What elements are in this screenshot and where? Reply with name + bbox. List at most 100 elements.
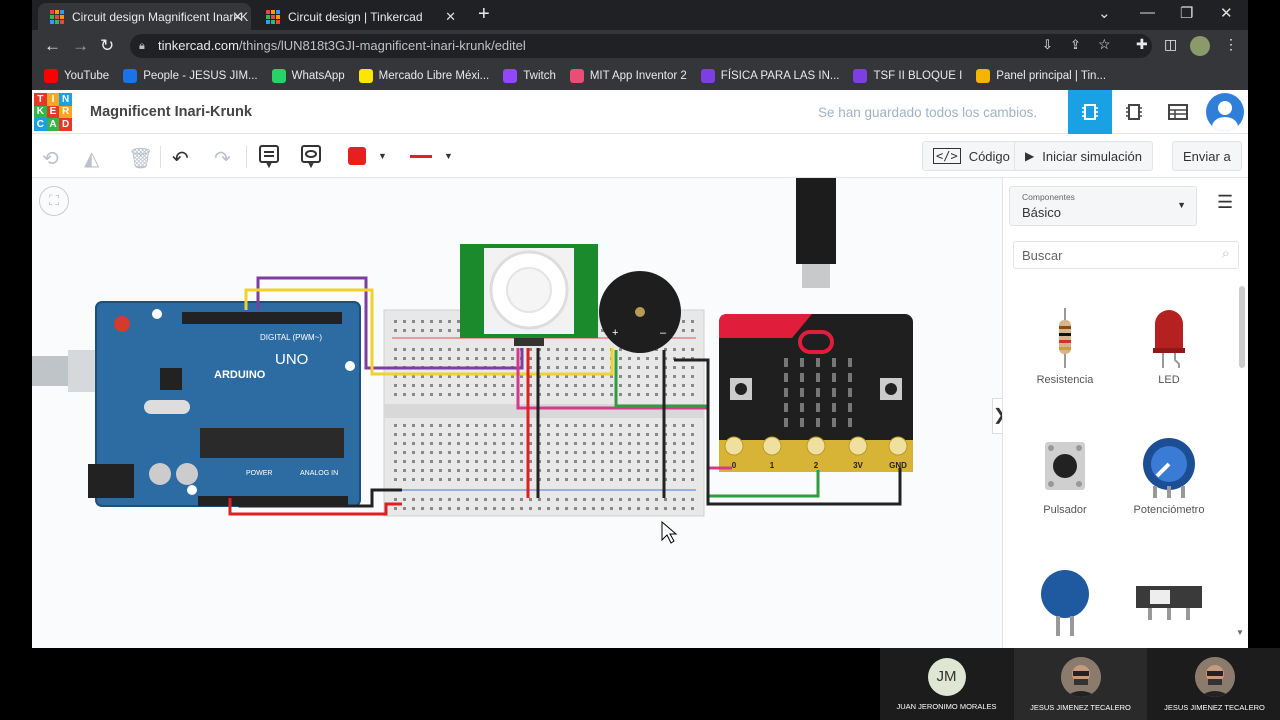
component-potentiometer[interactable]: Potenciómetro — [1117, 438, 1221, 516]
minimize-icon[interactable]: — — [1140, 4, 1155, 21]
bookmark-item[interactable]: Panel principal | Tin... — [976, 69, 1106, 83]
start-simulation-button[interactable]: ▶ Iniciar simulación — [1014, 141, 1153, 171]
component-list-button[interactable] — [1156, 90, 1200, 134]
component-led[interactable]: LED — [1117, 308, 1221, 386]
delete-icon[interactable]: 🗑︎ — [128, 148, 154, 170]
search-field[interactable]: Buscar ⌕ — [1013, 241, 1239, 269]
code-button[interactable]: </> Código — [922, 141, 1021, 171]
color-picker[interactable]: ▼ — [338, 141, 390, 171]
bookmark-item[interactable]: WhatsApp — [271, 69, 345, 83]
close-window-icon[interactable]: ✕ — [1220, 5, 1233, 22]
logo-letter: K — [34, 105, 47, 119]
circuit-canvas[interactable]: ⛶ DIGITAL (PWM~) — [32, 178, 1006, 648]
svg-text:–: – — [660, 327, 667, 339]
install-icon[interactable]: ⇩ — [1042, 37, 1053, 52]
close-tab-icon[interactable]: ✕ — [232, 9, 243, 24]
ceramic-capacitor-icon — [1041, 570, 1089, 636]
url-host: tinkercad.com — [158, 38, 239, 53]
mirror-icon[interactable]: ◭ — [84, 148, 100, 170]
reload-icon[interactable]: ↻ — [100, 36, 115, 55]
profile-avatar[interactable] — [1190, 36, 1210, 56]
list-view-icon[interactable]: ☰ — [1217, 192, 1234, 212]
tab-search-icon[interactable]: ⌄ — [1098, 5, 1111, 22]
microbit-pin-label: 0 — [732, 461, 737, 470]
save-status: Se han guardado todos los cambios. — [818, 105, 1038, 120]
extensions-icon[interactable]: ✚ — [1136, 36, 1148, 52]
participant-video — [1194, 656, 1235, 697]
scroll-down-icon[interactable]: ▼ — [1236, 628, 1244, 637]
close-tab-icon[interactable]: ✕ — [445, 9, 456, 24]
component-pushbutton[interactable]: Pulsador — [1013, 438, 1117, 516]
back-icon[interactable]: ← — [44, 36, 61, 55]
side-panel-icon[interactable]: ◫ — [1164, 36, 1178, 52]
address-toolbar: ← → ↻ 🔒︎ tinkercad.com/things/lUN818t3GJ… — [32, 30, 1248, 62]
microbit-usb-cable — [796, 178, 836, 288]
design-title[interactable]: Magnificent Inari-Krunk — [90, 104, 252, 120]
bookmark-star-icon[interactable]: ☆ — [1098, 36, 1111, 52]
url-bar[interactable]: 🔒︎ tinkercad.com/things/lUN818t3GJI-magn… — [130, 34, 1152, 58]
component-resistor[interactable]: Resistencia — [1013, 308, 1117, 386]
logo-letter: D — [59, 118, 72, 131]
editor-toolbar: ⟲ ◭ 🗑︎ ↶ ↷ ▼ ▼ </> Código ▶ Iniciar simu… — [32, 134, 1248, 178]
resistor-icon — [1059, 308, 1071, 368]
bookmark-item[interactable]: FÍSICA PARA LAS IN... — [700, 69, 839, 83]
bookmark-favicon-icon — [569, 69, 584, 83]
browser-tab-tinkercad[interactable]: Circuit design | Tinkercad ✕ — [254, 3, 464, 30]
browser-tab-circuit-design[interactable]: Circuit design Magnificent Inari-K ✕ — [38, 3, 251, 30]
bookmark-item[interactable]: Mercado Libre Méxi... — [358, 69, 489, 83]
logo-letter: R — [59, 105, 72, 119]
notes-visibility-icon[interactable] — [300, 144, 322, 173]
schematic-view-button[interactable] — [1112, 90, 1156, 134]
restore-icon[interactable]: ❐ — [1180, 5, 1194, 22]
potentiometer-icon — [1143, 438, 1195, 498]
bookmark-label: MIT App Inventor 2 — [589, 70, 687, 82]
tinkercad-favicon-icon — [50, 9, 64, 24]
bookmark-item[interactable]: MIT App Inventor 2 — [569, 69, 687, 83]
fit-view-icon[interactable]: ⛶ — [39, 186, 69, 216]
participant-tile[interactable]: JESUS JIMENEZ TECALERO — [1014, 648, 1147, 720]
panel-scrollbar[interactable] — [1239, 286, 1245, 368]
lock-icon: 🔒︎ — [139, 40, 145, 52]
redo-icon[interactable]: ↷ — [214, 148, 231, 170]
component-label: Potenciómetro — [1133, 504, 1205, 516]
bookmark-item[interactable]: People - JESUS JIM... — [123, 69, 258, 83]
participant-tile[interactable]: JM JUAN JERONIMO MORALES — [880, 648, 1013, 720]
notes-icon[interactable] — [258, 144, 280, 173]
browser-tab-strip: Circuit design Magnificent Inari-K ✕ Cir… — [32, 0, 1248, 30]
circuit-view-button[interactable] — [1068, 90, 1112, 134]
forward-icon[interactable]: → — [72, 36, 89, 55]
component-capacitor[interactable] — [1013, 568, 1117, 644]
analog-label: ANALOG IN — [300, 470, 338, 477]
url-path: /things/lUN818t3GJI-magnificent-inari-kr… — [238, 38, 526, 53]
send-to-button[interactable]: Enviar a — [1172, 141, 1242, 171]
bookmark-label: Twitch — [523, 70, 556, 82]
bookmark-favicon-icon — [271, 69, 286, 83]
bookmark-item[interactable]: YouTube — [44, 69, 109, 83]
microbit-pin — [888, 436, 908, 456]
microbit-pin — [762, 436, 782, 456]
svg-text:+: + — [612, 327, 618, 339]
wire-type-picker[interactable]: ▼ — [400, 141, 460, 171]
user-avatar[interactable] — [1206, 93, 1244, 131]
bookmark-label: WhatsApp — [291, 70, 345, 82]
bookmark-item[interactable]: TSF II BLOQUE I — [853, 69, 962, 83]
component-slide-switch[interactable] — [1117, 578, 1221, 634]
participant-tile[interactable]: JESUS JIMENEZ TECALERO — [1148, 648, 1280, 720]
bookmark-item[interactable]: Twitch — [503, 69, 556, 83]
pushbutton-icon — [1045, 442, 1085, 490]
rotate-icon[interactable]: ⟲ — [42, 148, 59, 170]
share-icon[interactable]: ⇪ — [1070, 37, 1081, 52]
piezo-buzzer: + – — [599, 271, 681, 353]
bookmark-favicon-icon — [503, 69, 518, 83]
components-dropdown[interactable]: Componentes Básico ▼ — [1009, 186, 1197, 226]
participant-name: JUAN JERONIMO MORALES — [896, 701, 997, 711]
component-list-icon — [1168, 104, 1188, 120]
menu-dots-icon[interactable]: ⋮ — [1224, 36, 1238, 52]
code-label: Código — [968, 148, 1010, 164]
search-placeholder: Buscar — [1022, 248, 1063, 263]
new-tab-button[interactable]: + — [478, 3, 490, 25]
logo-letter: T — [34, 93, 47, 106]
undo-icon[interactable]: ↶ — [172, 148, 189, 170]
